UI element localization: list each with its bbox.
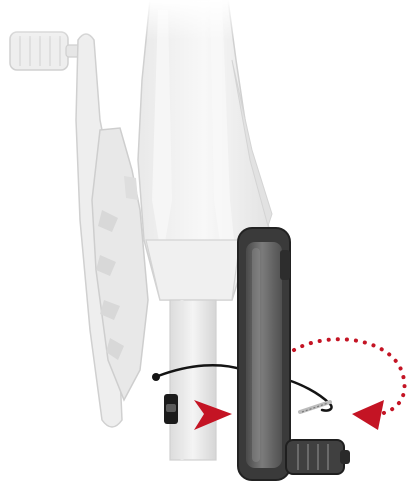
rotate-arrow-icon	[294, 339, 405, 430]
magnet-icon	[286, 440, 350, 474]
cable-tie-icon	[164, 394, 178, 424]
sensor-pod-icon	[238, 228, 290, 480]
